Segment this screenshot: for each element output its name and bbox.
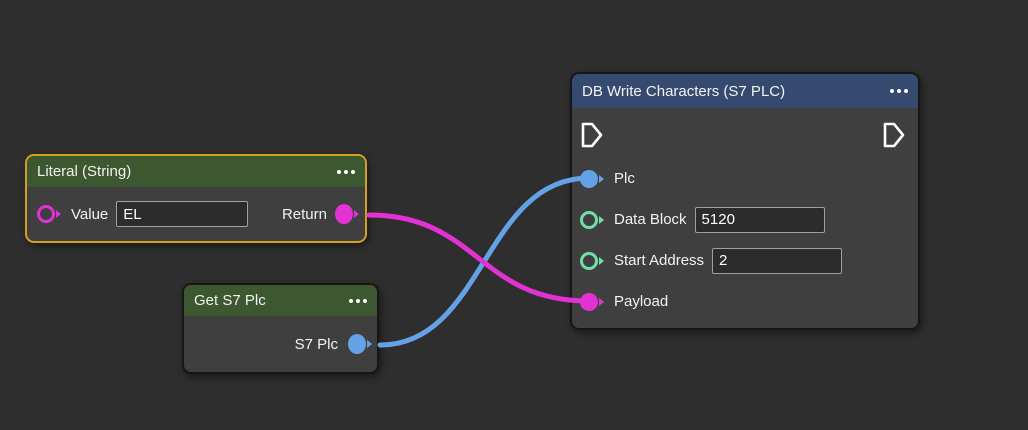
port-start-address-input[interactable] (580, 251, 604, 270)
payload-label: Payload (614, 293, 669, 310)
ellipsis-menu-icon[interactable] (884, 85, 908, 97)
port-value-input[interactable] (37, 205, 61, 223)
node-get-s7-plc[interactable]: Get S7 Plc S7 Plc (182, 283, 379, 374)
node-get-header[interactable]: Get S7 Plc (184, 285, 377, 316)
port-arrow-icon (599, 297, 604, 306)
port-return-output[interactable] (335, 204, 359, 224)
wire-return-to-payload[interactable] (366, 212, 592, 304)
node-literal-title: Literal (String) (37, 163, 132, 180)
port-arrow-icon (367, 340, 372, 348)
value-input[interactable] (116, 201, 249, 227)
node-get-title: Get S7 Plc (194, 292, 266, 309)
start-address-input[interactable] (712, 247, 843, 274)
hollow-port-icon (37, 205, 55, 223)
hollow-port-icon (580, 210, 598, 229)
node-db-header[interactable]: DB Write Characters (S7 PLC) (572, 74, 918, 108)
hollow-port-icon (580, 251, 598, 270)
exec-in-icon[interactable] (580, 121, 604, 149)
node-db-title: DB Write Characters (S7 PLC) (582, 82, 786, 100)
filled-port-icon (335, 204, 353, 224)
node-literal-header[interactable]: Literal (String) (27, 156, 365, 187)
return-label: Return (281, 205, 327, 223)
data-block-label: Data Block (614, 211, 687, 228)
ellipsis-menu-icon[interactable] (343, 295, 367, 307)
port-s7-plc-output[interactable] (348, 334, 372, 354)
port-arrow-icon (599, 174, 604, 183)
ellipsis-menu-icon[interactable] (331, 166, 355, 178)
port-arrow-icon (599, 256, 604, 265)
port-data-block-input[interactable] (580, 210, 604, 229)
start-address-label: Start Address (614, 252, 705, 269)
filled-port-icon (348, 334, 366, 354)
port-arrow-icon (599, 215, 604, 224)
plc-label: Plc (614, 170, 635, 187)
port-arrow-icon (354, 210, 359, 218)
value-label: Value (71, 205, 109, 223)
port-arrow-icon (56, 210, 61, 218)
data-block-input[interactable] (694, 206, 825, 233)
s7-plc-label: S7 Plc (294, 335, 338, 353)
node-literal-string[interactable]: Literal (String) Value Return (25, 154, 367, 243)
exec-out-icon[interactable] (882, 121, 906, 149)
node-db-write-characters[interactable]: DB Write Characters (S7 PLC) Plc (570, 72, 920, 330)
